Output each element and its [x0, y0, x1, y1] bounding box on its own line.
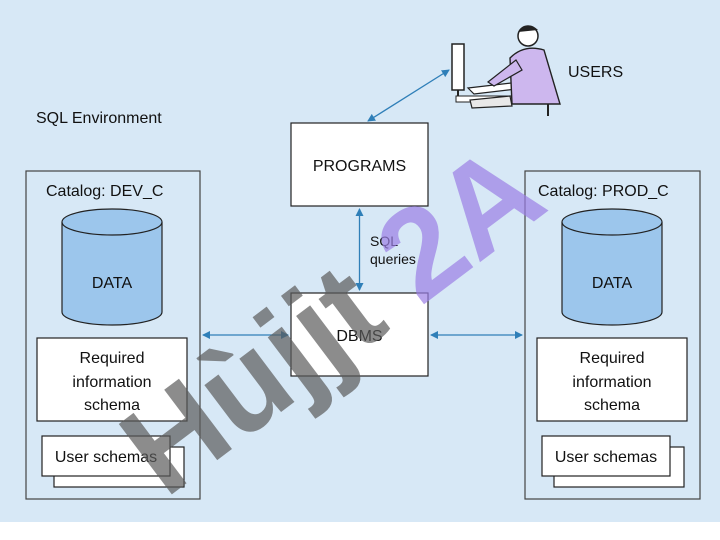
left-user-schemas-label: User schemas — [55, 449, 157, 466]
right-info-schema-line2: information — [572, 374, 651, 391]
left-catalog-title: Catalog: DEV_C — [46, 183, 163, 200]
dbms-label: DBMS — [336, 328, 382, 345]
left-info-schema-line1: Required — [80, 350, 145, 367]
right-data-cylinder-icon — [561, 208, 663, 326]
left-user-schemas-box — [41, 435, 171, 477]
programs-box — [290, 122, 429, 207]
users-label: USERS — [568, 64, 623, 81]
right-info-schema-box — [536, 337, 688, 422]
programs-users-arrow — [367, 69, 450, 122]
right-catalog-panel — [524, 170, 701, 500]
left-info-schema-line3: schema — [84, 397, 140, 414]
right-user-schemas-label: User schemas — [555, 449, 657, 466]
environment-label: SQL Environment — [36, 110, 162, 127]
right-user-schemas-box — [541, 435, 671, 477]
slide-footer — [0, 522, 720, 540]
right-data-label: DATA — [592, 275, 633, 292]
dbms-box — [290, 292, 429, 377]
sql-queries-label-line2: queries — [370, 251, 416, 267]
sql-queries-label-line1: SQL — [370, 233, 398, 249]
right-catalog-title: Catalog: PROD_C — [538, 183, 669, 200]
programs-label: PROGRAMS — [313, 158, 406, 175]
users-figure-icon — [451, 25, 561, 116]
left-data-cylinder-icon — [61, 208, 163, 326]
left-info-schema-line2: information — [72, 374, 151, 391]
left-info-schema-box — [36, 337, 188, 422]
left-data-label: DATA — [92, 275, 133, 292]
left-catalog-panel — [25, 170, 201, 500]
right-info-schema-line3: schema — [584, 397, 640, 414]
right-info-schema-line1: Required — [580, 350, 645, 367]
